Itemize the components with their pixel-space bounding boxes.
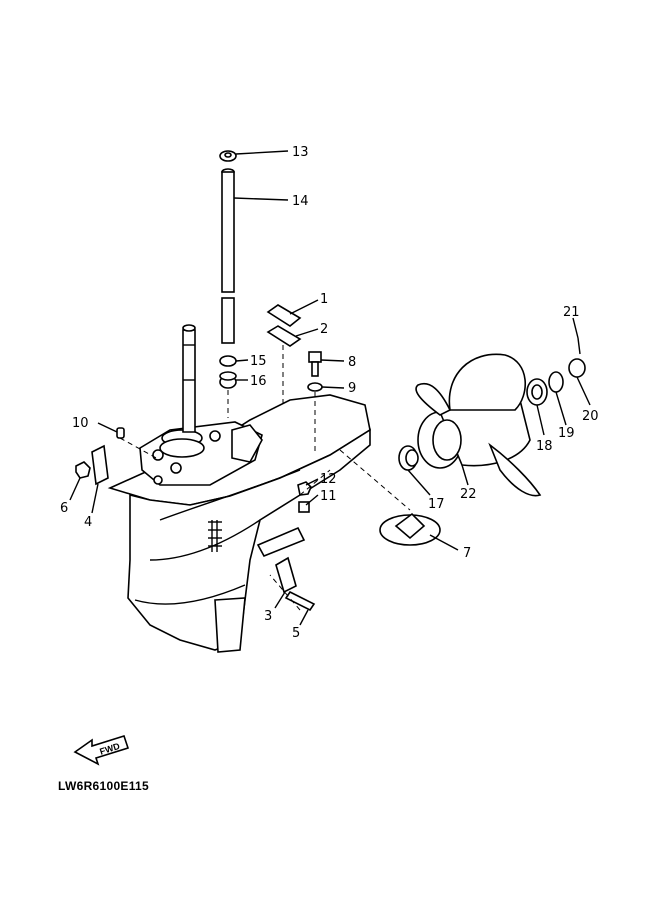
part-8-bolt bbox=[308, 351, 322, 377]
part-17-spacer bbox=[398, 445, 419, 471]
water-intake-slots bbox=[208, 520, 222, 552]
callout-6: 6 bbox=[60, 501, 68, 516]
callout-9: 9 bbox=[348, 381, 356, 396]
part-15-washer bbox=[219, 355, 237, 367]
drawing-code: LW6R6100E115 bbox=[58, 779, 149, 793]
part-13-washer bbox=[219, 150, 237, 162]
part-21-cotter-pin bbox=[577, 337, 581, 355]
callout-12: 12 bbox=[320, 472, 337, 487]
callout-13: 13 bbox=[292, 145, 309, 160]
part-4-anode bbox=[91, 444, 109, 486]
side-anode bbox=[256, 526, 306, 558]
leader-lines bbox=[69, 150, 591, 626]
callout-labels: 13 14 1 2 15 16 8 9 10 6 4 12 11 3 5 7 1… bbox=[60, 145, 599, 641]
part-1-seal bbox=[266, 304, 302, 327]
callout-16: 16 bbox=[250, 374, 267, 389]
callout-21: 21 bbox=[563, 305, 580, 320]
part-5-bolt bbox=[284, 590, 316, 612]
fwd-arrow-icon: FWD bbox=[73, 735, 130, 766]
callout-10: 10 bbox=[72, 416, 89, 431]
callout-4: 4 bbox=[84, 515, 92, 530]
part-20-nut bbox=[568, 358, 586, 378]
part-6-nut bbox=[75, 461, 91, 479]
callout-2: 2 bbox=[320, 322, 328, 337]
part-19-washer bbox=[548, 371, 564, 393]
callout-17: 17 bbox=[428, 497, 445, 512]
callout-14: 14 bbox=[292, 194, 309, 209]
part-2-seal bbox=[266, 325, 302, 347]
part-7-cover bbox=[379, 512, 441, 546]
callout-1: 1 bbox=[320, 292, 328, 307]
callout-3: 3 bbox=[264, 609, 272, 624]
part-3-trim-tab bbox=[275, 556, 297, 594]
part-22-propeller bbox=[415, 353, 542, 497]
part-14-shift-rod bbox=[221, 168, 235, 344]
part-9-washer bbox=[307, 382, 323, 392]
callout-18: 18 bbox=[536, 439, 553, 454]
part-18-washer bbox=[526, 378, 548, 406]
callout-19: 19 bbox=[558, 426, 575, 441]
part-11-bolt bbox=[298, 501, 310, 513]
assembly-lines bbox=[119, 345, 411, 611]
callout-15: 15 bbox=[250, 354, 267, 369]
callout-22: 22 bbox=[460, 487, 477, 502]
callout-8: 8 bbox=[348, 355, 356, 370]
part-10-pin bbox=[116, 427, 125, 439]
callout-11: 11 bbox=[320, 489, 337, 504]
callout-5: 5 bbox=[292, 626, 300, 641]
callout-20: 20 bbox=[582, 409, 599, 424]
part-16-grommet bbox=[219, 371, 237, 389]
part-12-nut bbox=[297, 481, 312, 496]
callout-7: 7 bbox=[463, 546, 471, 561]
